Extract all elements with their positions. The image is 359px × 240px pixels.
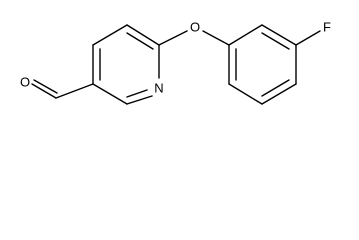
phenyl-bond-2 [261,24,297,46]
aldehyde-ch-bond [55,83,94,99]
phenyl-inner-double-1 [261,32,290,50]
chemical-structure-drawing: O N O F [20,20,331,105]
structure-canvas: O N O F [20,20,331,105]
phenyl-inner-double-2 [261,79,290,97]
fluorophenyl-ring [228,24,321,105]
ether-oxygen-label: O [190,20,200,35]
ether-linkage [158,30,230,46]
ring-bond-c5-c6 [126,24,160,46]
fluorine-bond [295,30,321,46]
ring-bond-c4-c5 [92,24,128,46]
aldehyde-co-double-bond-inner [33,79,58,94]
ether-bond-right [202,30,230,46]
phenyl-bond-4 [261,83,297,105]
aldehyde-group [31,79,94,99]
ether-bond-left [158,30,188,46]
aldehyde-oxygen-label: O [20,75,30,90]
ring-bond-c2-c3 [92,83,128,105]
ring-inner-double-2 [126,32,154,50]
fluorine-label: F [323,20,331,35]
phenyl-bond-5 [228,83,263,105]
aldehyde-co-double-bond-outer [31,83,57,99]
pyridine-ring [92,24,160,105]
phenyl-bond-1 [228,24,263,46]
ring-bond-n-c2 [126,95,153,105]
ring-inner-double-3 [126,89,148,98]
pyridine-nitrogen-label: N [154,81,163,96]
